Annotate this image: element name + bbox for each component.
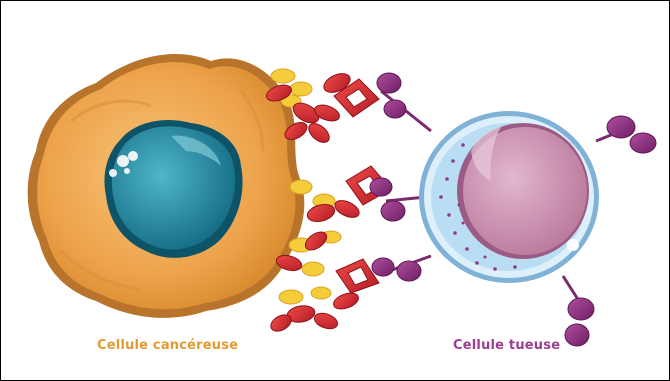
antigen-yellow xyxy=(311,287,331,299)
highlight-dot xyxy=(117,155,129,167)
granule xyxy=(493,267,497,271)
killer-cell-highlight xyxy=(567,239,579,251)
antibody-segment xyxy=(332,197,361,221)
antigen-yellow xyxy=(290,82,312,96)
granule xyxy=(458,204,461,207)
receptor-head xyxy=(607,116,635,138)
antibody-segment xyxy=(331,290,360,312)
receptor-head xyxy=(377,73,401,93)
antigen-yellow xyxy=(271,69,295,83)
receptor-head xyxy=(397,261,421,281)
killer-cell-label: Cellule tueuse xyxy=(453,338,560,353)
granule xyxy=(484,256,487,259)
highlight-dot xyxy=(109,169,117,177)
receptor-head xyxy=(630,133,656,153)
granule xyxy=(439,195,443,199)
granule xyxy=(447,213,451,217)
granule xyxy=(445,177,449,181)
receptor-head xyxy=(372,258,394,276)
antigen-yellow xyxy=(279,290,303,304)
receptor-stalk xyxy=(563,276,579,301)
highlight-dot xyxy=(128,151,138,161)
receptor-head xyxy=(384,100,406,118)
granule xyxy=(453,231,457,235)
granule xyxy=(465,247,469,251)
granule xyxy=(451,159,455,163)
granule xyxy=(461,143,465,147)
receptor-head xyxy=(565,324,589,346)
highlight-dot xyxy=(124,168,130,174)
receptor-head xyxy=(568,298,594,320)
antigen-yellow xyxy=(290,180,312,194)
antibody-segment xyxy=(312,310,339,331)
killer-cell xyxy=(419,111,599,283)
granule xyxy=(462,222,465,225)
cancer-cell-label: Cellule cancéreuse xyxy=(97,338,238,353)
antigen-yellow xyxy=(302,262,324,276)
receptor-head xyxy=(381,201,405,221)
antibody-segment xyxy=(305,120,332,146)
granule xyxy=(513,265,517,269)
cancer-cell xyxy=(28,54,305,318)
granule xyxy=(475,261,479,265)
receptor-head xyxy=(370,178,392,196)
